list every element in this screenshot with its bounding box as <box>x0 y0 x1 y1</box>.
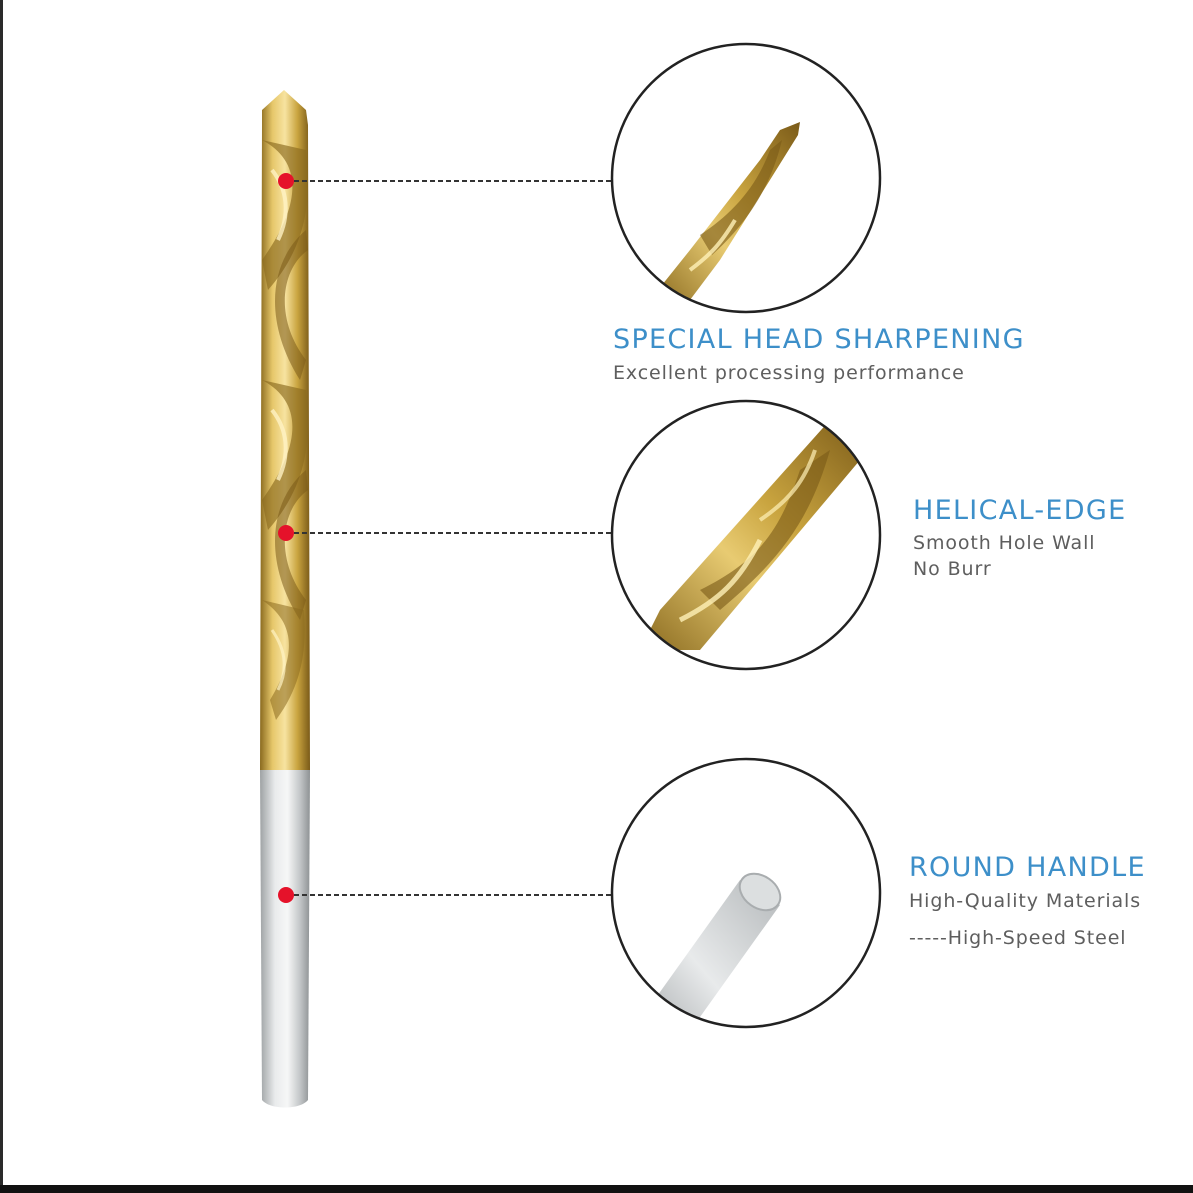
feature-subtitle: High-Quality Materials <box>909 890 1142 912</box>
red-marker <box>278 525 294 541</box>
drill-shank <box>260 770 310 1108</box>
tip-closeup <box>610 42 882 314</box>
feature-title: SPECIAL HEAD SHARPENING <box>613 324 1025 355</box>
red-marker <box>278 173 294 189</box>
feature-subtitle: No Burr <box>913 558 992 580</box>
feature-subtitle: Smooth Hole Wall <box>913 532 1096 554</box>
handle-closeup <box>610 757 882 1029</box>
feature-subtitle: Excellent processing performance <box>613 362 965 384</box>
left-frame-edge <box>0 0 3 1185</box>
helical-closeup <box>610 399 882 671</box>
feature-head-sharpening: SPECIAL HEAD SHARPENING Excellent proces… <box>613 323 1025 386</box>
feature-title: HELICAL-EDGE <box>913 495 1127 526</box>
red-marker <box>278 887 294 903</box>
feature-title: ROUND HANDLE <box>909 852 1146 883</box>
feature-helical-edge: HELICAL-EDGE Smooth Hole Wall No Burr <box>913 494 1126 582</box>
drill-body <box>260 90 310 770</box>
feature-subtitle: -----High-Speed Steel <box>909 927 1127 949</box>
feature-round-handle: ROUND HANDLE High-Quality Materials ----… <box>909 851 1146 951</box>
bottom-frame-edge <box>0 1185 1193 1193</box>
